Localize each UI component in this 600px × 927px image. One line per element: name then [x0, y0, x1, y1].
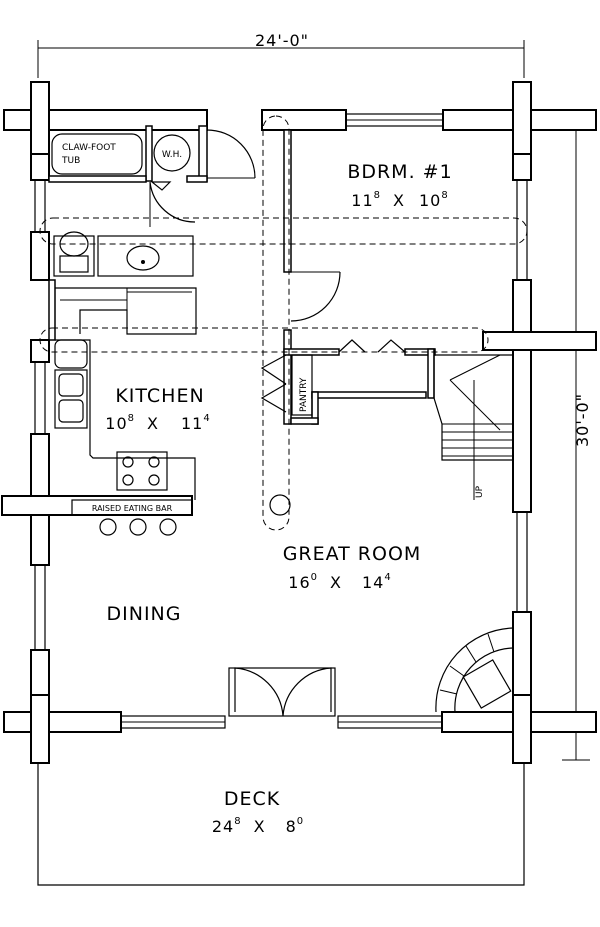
dining-name: DINING [107, 603, 182, 625]
stair-up-label: UP [475, 485, 485, 498]
bar-stool [129, 518, 147, 536]
bath-door-swing [149, 181, 196, 223]
bathroom: CLAW-FOOT TUB W.H. [51, 129, 256, 277]
exterior-walls [1, 81, 597, 764]
depth-dimension: 30'-0" [562, 117, 592, 761]
toilet-icon [53, 231, 95, 277]
spiral-feature [435, 627, 514, 713]
tub-label-line1: CLAW-FOOT [62, 143, 116, 153]
staircase: UP [433, 354, 513, 500]
closet-door-swing [206, 129, 256, 179]
width-dimension: 24'-0" [37, 31, 525, 78]
bath-sink-icon [97, 235, 194, 277]
bedroom-name: BDRM. #1 [347, 161, 452, 183]
bedroom-door[interactable] [290, 271, 341, 322]
water-heater-label: W.H. [162, 150, 182, 160]
bar-stool [159, 518, 177, 536]
tub-label-line2: TUB [61, 156, 80, 166]
width-dimension-label: 24'-0" [255, 31, 309, 50]
dishwasher [54, 339, 88, 369]
kitchen-cabinets: RAISED EATING BAR [54, 287, 197, 536]
pantry-label: PANTRY [299, 377, 309, 412]
claw-foot-tub [51, 133, 143, 175]
eating-bar-label: RAISED EATING BAR [92, 504, 173, 513]
pantry: PANTRY [260, 354, 313, 416]
beam-lines [39, 115, 528, 531]
depth-dimension-label: 30'-0" [573, 393, 592, 447]
closet-bifold-doors [338, 339, 406, 353]
water-heater [153, 134, 191, 172]
range-cooktop-icon [116, 451, 168, 491]
bar-stool [99, 518, 117, 536]
kitchen-name: KITCHEN [115, 385, 204, 407]
great-room-name: GREAT ROOM [283, 543, 422, 565]
kitchen-sink-icon [54, 369, 88, 429]
deck-name: DECK [224, 788, 280, 810]
french-doors[interactable] [228, 667, 336, 717]
deck [37, 763, 525, 886]
